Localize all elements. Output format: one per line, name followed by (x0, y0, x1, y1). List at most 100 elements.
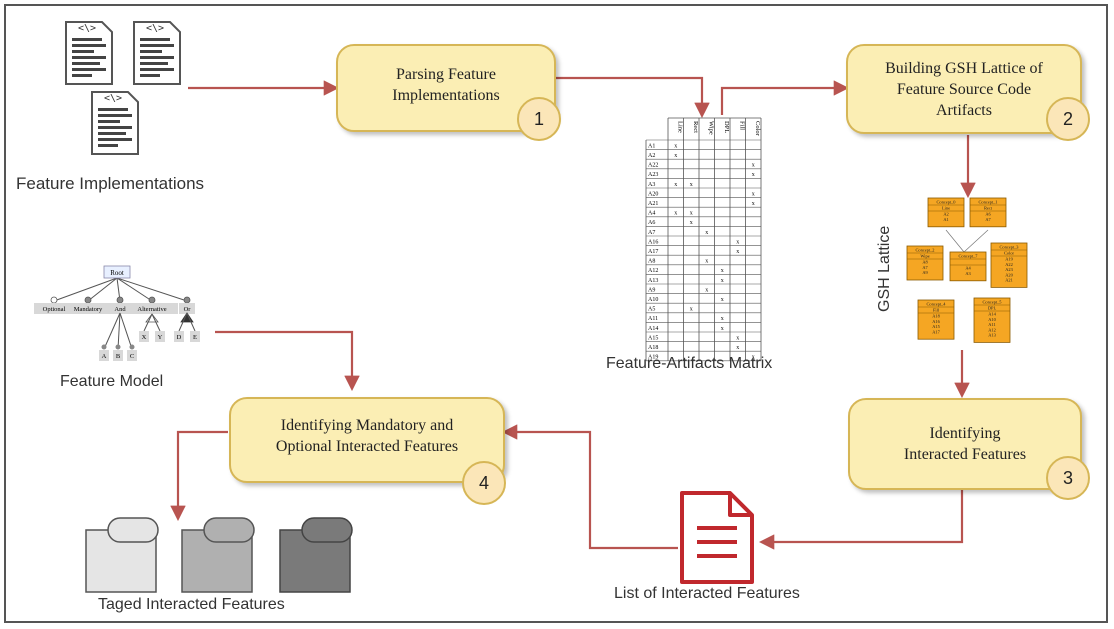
matrix-row-id: A14 (648, 326, 658, 332)
matrix-mark: x (674, 143, 677, 149)
svg-text:A12: A12 (988, 327, 996, 332)
matrix-mark: x (705, 230, 708, 236)
svg-text:Fill: Fill (933, 308, 940, 313)
diagram-frame (4, 4, 1108, 623)
svg-text:A15: A15 (932, 324, 940, 329)
matrix-mark: x (690, 211, 693, 217)
arrow-step3-to-list (758, 490, 964, 550)
svg-text:D: D (177, 334, 182, 341)
fm-leaf: A (99, 350, 109, 361)
matrix-row-id: A18 (648, 345, 658, 351)
matrix-mark: x (721, 297, 724, 303)
arrow-model-to-step4 (215, 330, 360, 392)
step-identifying-interacted-box: Identifying Interacted Features (848, 398, 1082, 490)
matrix-row-id: A4 (648, 211, 655, 217)
matrix-column-header: Rect (692, 121, 699, 133)
fm-leaf: Y (155, 331, 165, 342)
tagged-feature-light (85, 517, 159, 593)
step-3-badge: 3 (1046, 456, 1090, 500)
matrix-mark: x (752, 163, 755, 169)
svg-text:A23: A23 (1005, 267, 1013, 272)
matrix-column-header: Wipe (707, 121, 714, 135)
tagged-interacted-features-label: Taged Interacted Features (98, 596, 285, 613)
svg-text:Concept_7: Concept_7 (958, 254, 978, 259)
svg-text:Concept_3: Concept_3 (999, 245, 1019, 250)
matrix-column-header: Color (754, 121, 761, 137)
matrix-row-id: A19 (648, 355, 658, 361)
step-2-badge: 2 (1046, 97, 1090, 141)
svg-text:A2: A2 (943, 212, 948, 217)
svg-text:Mandatory: Mandatory (74, 306, 103, 313)
fm-leaf: C (127, 350, 137, 361)
matrix-mark: x (721, 326, 724, 332)
svg-text:A6: A6 (985, 212, 991, 217)
matrix-row-id: A20 (648, 191, 658, 197)
svg-text:A4: A4 (965, 266, 971, 271)
matrix-column-header: Fill (738, 121, 745, 130)
matrix-mark: x (736, 249, 739, 255)
fm-leaf: X (139, 331, 149, 342)
matrix-mark: x (705, 287, 708, 293)
matrix-row-id: A16 (648, 239, 658, 245)
svg-text:DPL: DPL (988, 306, 997, 311)
svg-text:Y: Y (158, 334, 163, 341)
fm-leaf: D (174, 331, 184, 342)
svg-text:Concept_1: Concept_1 (978, 200, 997, 205)
fm-node: Or (179, 303, 195, 314)
matrix-mark: x (736, 239, 739, 245)
fm-node: Optional (34, 303, 74, 314)
svg-text:A9: A9 (922, 270, 928, 275)
matrix-mark: x (736, 335, 739, 341)
feature-model-label: Feature Model (60, 373, 164, 390)
svg-text:A13: A13 (988, 333, 996, 338)
svg-text:Or: Or (184, 306, 192, 313)
svg-text:B: B (116, 353, 121, 360)
step-identifying-mandatory-box: Identifying Mandatory and Optional Inter… (229, 397, 505, 483)
matrix-row-id: A7 (648, 230, 655, 236)
matrix-row-id: A1 (648, 143, 655, 149)
matrix-row-id: A6 (648, 220, 655, 226)
matrix-row-id: A21 (648, 201, 658, 207)
svg-text:E: E (193, 334, 197, 341)
arrow-list-to-step4 (501, 424, 678, 550)
matrix-mark: x (690, 182, 693, 188)
svg-text:X: X (142, 334, 147, 341)
svg-text:A22: A22 (1005, 262, 1013, 267)
matrix-row-id: A13 (648, 278, 658, 284)
svg-text:A1: A1 (943, 217, 948, 222)
svg-text:A11: A11 (988, 322, 995, 327)
matrix-mark: x (721, 278, 724, 284)
matrix-mark: x (736, 345, 739, 351)
svg-text:Concept_5: Concept_5 (982, 300, 1002, 305)
fm-leaf: E (190, 331, 200, 342)
svg-text:A7: A7 (985, 217, 991, 222)
matrix-label: Feature-Artifacts Matrix (606, 355, 773, 372)
step-building-lattice-box: Building GSH Lattice of Feature Source C… (846, 44, 1082, 134)
svg-text:Concept_0: Concept_0 (936, 200, 956, 205)
source-file-icon: <\> (91, 91, 139, 155)
svg-text:C: C (130, 353, 134, 360)
matrix-mark: x (674, 153, 677, 159)
matrix-column-header: DPL (723, 121, 730, 133)
svg-text:A17: A17 (932, 329, 940, 334)
svg-text:Root: Root (110, 269, 124, 277)
matrix-row-id: A15 (648, 335, 658, 341)
svg-text:Line: Line (942, 206, 950, 211)
matrix-row-id: A3 (648, 182, 655, 188)
matrix-mark: x (721, 316, 724, 322)
arrow-matrix-to-building (720, 80, 850, 115)
step-1-badge: 1 (517, 97, 561, 141)
fm-node: Alternative (126, 303, 178, 314)
code-tag-text: <\> (78, 23, 96, 34)
svg-text:A20: A20 (1005, 272, 1013, 277)
matrix-mark: x (752, 172, 755, 178)
